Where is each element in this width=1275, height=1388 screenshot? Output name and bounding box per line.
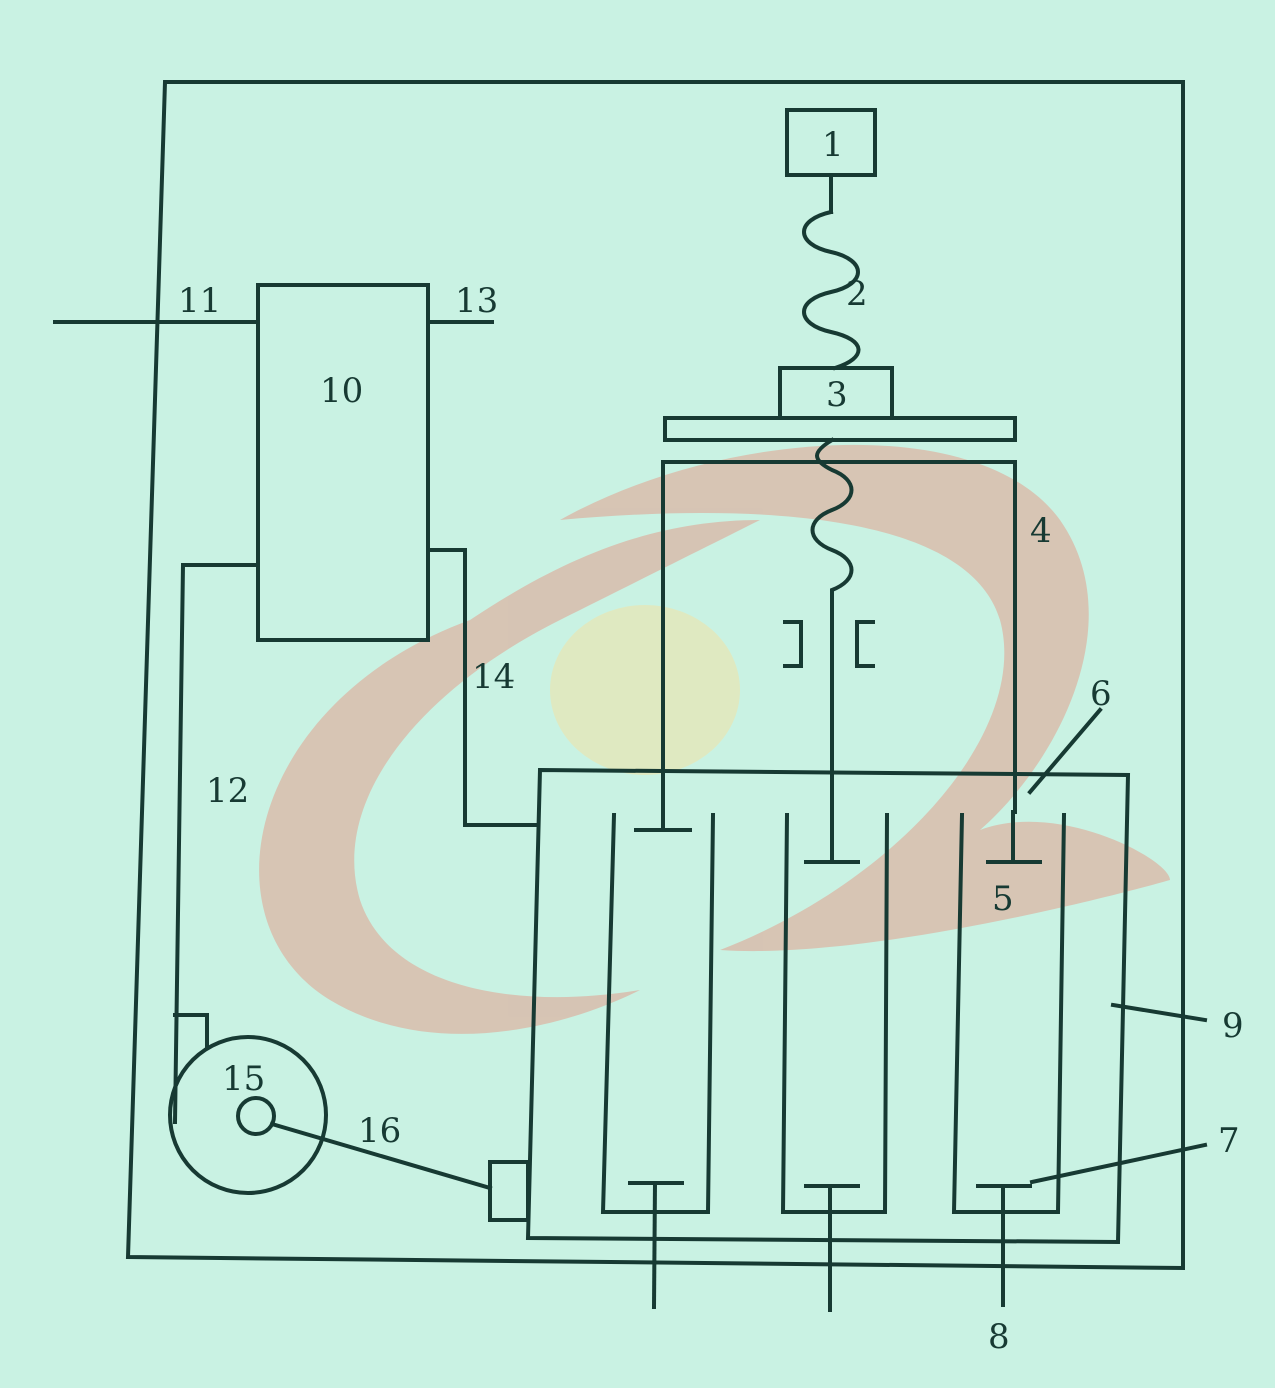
label-12: 12 [206, 771, 249, 811]
spring-2 [802, 209, 861, 371]
guide-bracket-left [783, 620, 803, 668]
label-6: 6 [1090, 674, 1112, 714]
label-5: 5 [992, 879, 1014, 919]
leader-9 [1110, 1002, 1208, 1023]
leader-6 [1027, 707, 1103, 795]
drive-block [488, 1160, 530, 1222]
label-2: 2 [846, 274, 868, 314]
label-16: 16 [358, 1111, 401, 1151]
watermark-red-swoosh-right [560, 444, 1170, 952]
plate [663, 416, 1017, 442]
watermark-yellow-disc [550, 605, 740, 775]
pump-rotor [236, 1096, 276, 1136]
label-8: 8 [988, 1317, 1010, 1357]
label-15: 15 [222, 1059, 265, 1099]
pump-housing-15 [168, 1035, 328, 1195]
outer-frame [125, 80, 1185, 1271]
label-14: 14 [472, 657, 515, 697]
guide-bracket-right [855, 620, 875, 668]
bottom-rod-1 [651, 1180, 658, 1310]
label-10: 10 [320, 371, 363, 411]
tube-2 [780, 812, 890, 1214]
tank-6 [525, 767, 1131, 1245]
lower-spring [810, 437, 854, 604]
label-13: 13 [455, 281, 498, 321]
label-4: 4 [1030, 511, 1052, 551]
label-1: 1 [822, 125, 844, 165]
pipe-12 [172, 563, 260, 1125]
leader-7 [1029, 1142, 1208, 1185]
watermark-red-swoosh-left [259, 520, 760, 1034]
watermark-logo [259, 444, 1170, 1034]
box-10 [256, 283, 430, 642]
tube-3 [951, 812, 1067, 1214]
label-7: 7 [1218, 1121, 1240, 1161]
pipe-14 [426, 548, 540, 827]
frame-4 [661, 460, 1017, 814]
belt-16 [269, 1121, 493, 1191]
tube-1 [600, 812, 716, 1214]
pump-outlet [173, 1013, 209, 1050]
label-9: 9 [1222, 1006, 1244, 1046]
label-11: 11 [178, 281, 221, 321]
label-3: 3 [826, 375, 848, 415]
